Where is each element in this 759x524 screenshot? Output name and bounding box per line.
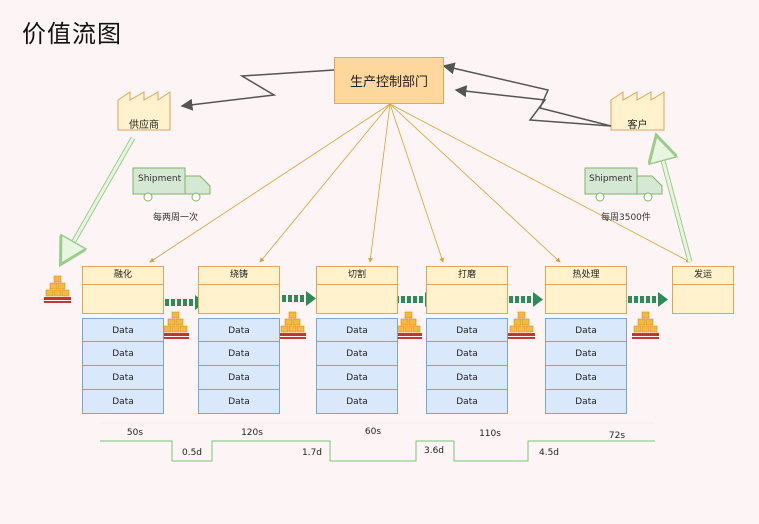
process-name: 热处理 — [546, 267, 626, 285]
process-name: 融化 — [83, 267, 163, 285]
shipment-frequency-right: 每周3500件 — [601, 213, 651, 223]
data-cell: Data — [316, 342, 398, 366]
data-cell: Data — [545, 342, 627, 366]
schedule-arrow — [259, 103, 391, 263]
data-cell: Data — [82, 342, 164, 366]
inventory-icon — [162, 311, 189, 339]
data-cell: Data — [82, 366, 164, 390]
schedule-arrow — [389, 103, 691, 263]
process-time-label: 72s — [608, 431, 626, 441]
data-box-column: Data Data Data Data — [198, 318, 280, 414]
process-box: 发运 — [672, 266, 734, 314]
data-cell: Data — [426, 318, 508, 342]
truck-icon — [584, 167, 663, 202]
lead-time-label: 4.5d — [538, 448, 560, 458]
process-name: 绕铸 — [199, 267, 279, 285]
electronic-info-flow — [180, 62, 612, 127]
schedule-arrow — [389, 103, 445, 263]
inventory-icon — [508, 311, 535, 339]
data-cell: Data — [426, 390, 508, 414]
process-box: 绕铸 — [198, 266, 280, 314]
lead-time-label: 0.5d — [181, 448, 203, 458]
data-cell: Data — [316, 318, 398, 342]
process-time-label: 50s — [126, 428, 144, 438]
process-box: 融化 — [82, 266, 164, 314]
page-title: 价值流图 — [22, 20, 122, 48]
push-arrow-icon — [628, 292, 668, 307]
inventory-icon — [279, 311, 306, 339]
truck-icon — [132, 167, 211, 202]
push-arrow-icon — [276, 291, 316, 306]
data-box-column: Data Data Data Data — [316, 318, 398, 414]
schedule-info-lines — [149, 103, 691, 263]
data-cell: Data — [82, 318, 164, 342]
data-cell: Data — [316, 366, 398, 390]
customer-label: 客户 — [627, 120, 648, 131]
schedule-arrow — [149, 103, 391, 263]
data-cell: Data — [198, 390, 280, 414]
process-time-label: 60s — [364, 427, 382, 437]
process-name: 发运 — [673, 267, 733, 285]
customer-shipment-arrow — [657, 138, 693, 263]
data-box-column: Data Data Data Data — [82, 318, 164, 414]
data-cell: Data — [316, 390, 398, 414]
push-arrow-icon — [503, 292, 543, 307]
truck-label-left: Shipment — [138, 174, 182, 184]
process-time-label: 110s — [479, 429, 501, 439]
supplier-factory-icon — [117, 91, 171, 131]
data-box-column: Data Data Data Data — [426, 318, 508, 414]
truck-label-right: Shipment — [589, 174, 633, 184]
process-time-label: 120s — [241, 428, 263, 438]
data-cell: Data — [426, 366, 508, 390]
lead-time-label: 1.7d — [301, 448, 323, 458]
customer-factory-icon — [610, 91, 665, 131]
process-name: 切割 — [317, 267, 397, 285]
timeline-ladder — [100, 422, 655, 462]
inventory-icon — [44, 275, 71, 303]
supplier-label: 供应商 — [129, 120, 159, 131]
data-box-column: Data Data Data Data — [545, 318, 627, 414]
data-cell: Data — [198, 318, 280, 342]
inventory-icon — [632, 311, 659, 339]
data-cell: Data — [198, 366, 280, 390]
data-cell: Data — [545, 318, 627, 342]
process-box: 切割 — [316, 266, 398, 314]
supplier-shipment-arrow — [62, 136, 136, 262]
inventory-group — [44, 275, 659, 339]
data-cell: Data — [82, 390, 164, 414]
data-cell: Data — [426, 342, 508, 366]
inventory-icon — [395, 311, 422, 339]
schedule-arrow — [368, 103, 391, 263]
schedule-arrow — [389, 103, 561, 263]
process-box: 热处理 — [545, 266, 627, 314]
process-name: 打磨 — [427, 267, 507, 285]
process-box: 打磨 — [426, 266, 508, 314]
production-control-box: 生产控制部门 — [334, 57, 444, 104]
data-cell: Data — [545, 366, 627, 390]
shipment-frequency-left: 每两周一次 — [153, 213, 199, 223]
data-cell: Data — [198, 342, 280, 366]
data-cell: Data — [545, 390, 627, 414]
lead-time-label: 3.6d — [423, 446, 445, 456]
